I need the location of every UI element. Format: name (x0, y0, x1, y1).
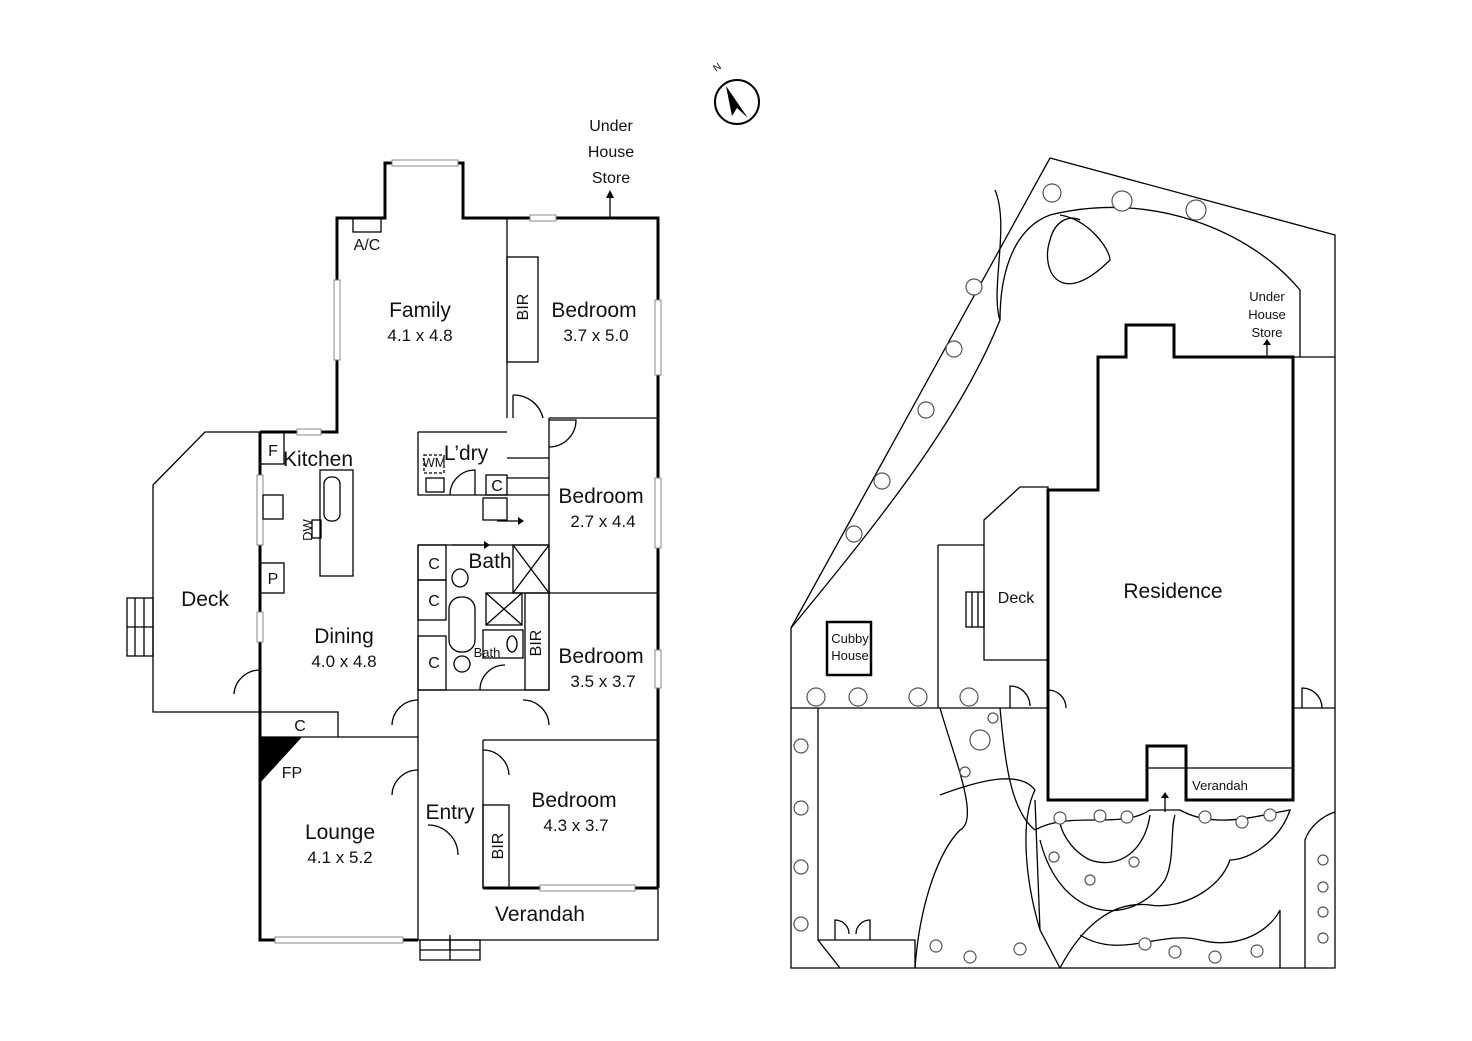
room-bath1-name: Bath (468, 550, 511, 573)
floor-plan (126, 159, 662, 961)
label-under-house-store: Store (592, 170, 630, 187)
fixture-washing-machine-label: WM (422, 455, 445, 470)
fixture-cupboard-label: C (294, 718, 306, 735)
site-cubby-house-label: House (831, 648, 869, 663)
fixture-cupboard-label: C (428, 655, 440, 672)
room-lounge-name: Lounge (305, 821, 375, 844)
room-kitchen-name: Kitchen (283, 448, 353, 471)
site-under-house-store-label: Store (1251, 325, 1282, 340)
north-compass-icon: N (711, 61, 760, 125)
fixture-cupboard-label: C (428, 556, 440, 573)
fixture-fireplace-label: FP (282, 765, 302, 782)
trees (793, 183, 1329, 964)
fixture-dishwasher-label: DW (300, 518, 315, 540)
fixture-pantry-label: P (268, 571, 279, 588)
site-cubby-house-label: Cubby (831, 631, 869, 646)
fixture-bir-label: BIR (528, 630, 545, 657)
site-deck-outline (983, 486, 1049, 661)
fixture-bir-label: BIR (490, 833, 507, 860)
site-deck-label: Deck (998, 590, 1035, 607)
room-family-size: 4.1 x 4.8 (387, 326, 452, 345)
cubby-house-outline (825, 620, 873, 677)
site-under-house-store-label: House (1248, 307, 1286, 322)
room-bedroom1-name: Bedroom (551, 299, 636, 322)
room-verandah-name: Verandah (495, 903, 585, 926)
residence-outline (1046, 323, 1295, 802)
label-under-house-store: Under (589, 118, 633, 135)
room-bedroom4-size: 4.3 x 3.7 (543, 816, 608, 835)
room-entry-name: Entry (425, 801, 475, 824)
room-laundry-name: L’dry (444, 442, 489, 465)
deck-outline (152, 431, 261, 713)
site-under-house-store-label: Under (1249, 289, 1285, 304)
fixture-cupboard-label: C (428, 593, 440, 610)
site-boundary (790, 157, 1336, 969)
svg-text:N: N (711, 61, 723, 74)
deck-steps (126, 597, 154, 657)
room-dining-name: Dining (314, 625, 374, 648)
site-residence-label: Residence (1123, 580, 1222, 603)
fixture-ac-label: A/C (354, 237, 381, 254)
room-dining-size: 4.0 x 4.8 (311, 652, 376, 671)
fixture-fridge-label: F (268, 443, 278, 460)
room-bedroom3-name: Bedroom (558, 645, 643, 668)
room-bedroom2-name: Bedroom (558, 485, 643, 508)
room-lounge-size: 4.1 x 5.2 (307, 848, 372, 867)
fixture-cupboard-label: C (491, 478, 503, 495)
fixture-bir-label: BIR (515, 294, 532, 321)
room-deck-name: Deck (181, 588, 229, 611)
site-plan (790, 157, 1336, 969)
room-family-name: Family (389, 299, 451, 322)
room-bath2-name: Bath (474, 645, 501, 660)
site-verandah-label: Verandah (1192, 778, 1248, 793)
room-bedroom2-size: 2.7 x 4.4 (570, 512, 635, 531)
room-bedroom1-size: 3.7 x 5.0 (563, 326, 628, 345)
label-under-house-store: House (588, 144, 634, 161)
room-bedroom4-name: Bedroom (531, 789, 616, 812)
room-bedroom3-size: 3.5 x 3.7 (570, 672, 635, 691)
